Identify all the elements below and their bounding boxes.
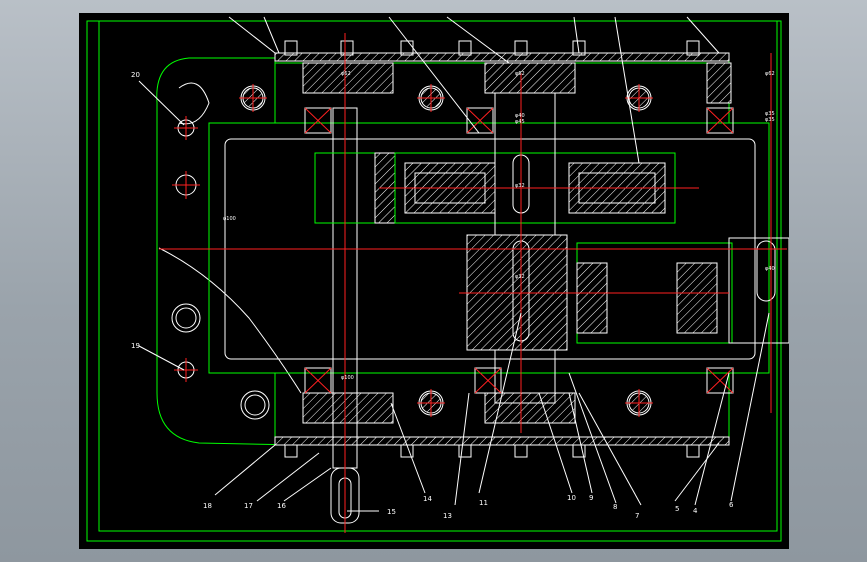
callout-5: 5 bbox=[675, 505, 679, 513]
housing-break-curve bbox=[158, 247, 302, 394]
callout-16: 16 bbox=[277, 502, 286, 510]
dimension-1: φ62 bbox=[341, 71, 351, 77]
output-shaft-key bbox=[756, 240, 776, 302]
dimension-labels: φ62 φ62 φ62 φ40 φ45 φ32 φ100 φ35 φ35 φ32… bbox=[223, 71, 775, 381]
dimension-9: φ35 bbox=[765, 117, 775, 123]
housing-left-outline bbox=[156, 57, 300, 446]
housing-break-line bbox=[178, 82, 210, 125]
callout-4: 4 bbox=[693, 507, 698, 515]
callout-11: 11 bbox=[479, 499, 488, 507]
output-gear-web-left bbox=[576, 262, 608, 334]
callout-17: 17 bbox=[244, 502, 253, 510]
bearing-housing-section-1 bbox=[302, 62, 394, 94]
bearing-housing-section-2 bbox=[484, 62, 576, 94]
dimension-7: φ100 bbox=[223, 216, 236, 222]
dimension-8: φ35 bbox=[765, 111, 775, 117]
callout-10: 10 bbox=[567, 494, 576, 502]
dimension-12: φ40 bbox=[765, 266, 775, 272]
dimension-4: φ40 bbox=[515, 113, 525, 119]
centerlines bbox=[159, 33, 787, 533]
callout-15: 15 bbox=[387, 508, 396, 516]
top-flange-section bbox=[274, 52, 730, 62]
gearbox-assembly-drawing: 20 19 18 17 16 15 14 13 11 10 9 8 7 5 4 … bbox=[86, 16, 789, 542]
bearing-housing-section-5 bbox=[484, 392, 576, 424]
leader-lines bbox=[138, 16, 770, 512]
output-shaft bbox=[728, 237, 789, 344]
callout-7: 7 bbox=[635, 512, 639, 520]
callout-14: 14 bbox=[423, 495, 432, 503]
dimension-10: φ32 bbox=[515, 274, 525, 280]
callout-8: 8 bbox=[613, 503, 617, 511]
dimension-11: φ100 bbox=[341, 375, 354, 381]
bolt-holes bbox=[171, 85, 652, 420]
inner-frame bbox=[98, 20, 778, 532]
callout-9: 9 bbox=[589, 494, 593, 502]
dimension-3: φ62 bbox=[765, 71, 775, 77]
callout-20: 20 bbox=[131, 71, 140, 79]
dimension-5: φ45 bbox=[515, 119, 525, 125]
callout-13: 13 bbox=[443, 512, 452, 520]
output-gear-web-right bbox=[676, 262, 718, 334]
housing-cavity bbox=[208, 122, 770, 374]
bearings bbox=[304, 107, 734, 394]
dimension-2: φ62 bbox=[515, 71, 525, 77]
bearing-housing-section-3 bbox=[706, 62, 732, 104]
bearing-housing-section-4 bbox=[302, 392, 394, 424]
bottom-bolts bbox=[284, 444, 700, 458]
callout-labels: 20 19 18 17 16 15 14 13 11 10 9 8 7 5 4 … bbox=[131, 71, 734, 520]
bottom-flange-section bbox=[274, 436, 730, 446]
cad-viewport[interactable]: 20 19 18 17 16 15 14 13 11 10 9 8 7 5 4 … bbox=[79, 13, 789, 549]
callout-6: 6 bbox=[729, 501, 734, 509]
dimension-6: φ32 bbox=[515, 183, 525, 189]
callout-18: 18 bbox=[203, 502, 212, 510]
callout-19: 19 bbox=[131, 342, 140, 350]
